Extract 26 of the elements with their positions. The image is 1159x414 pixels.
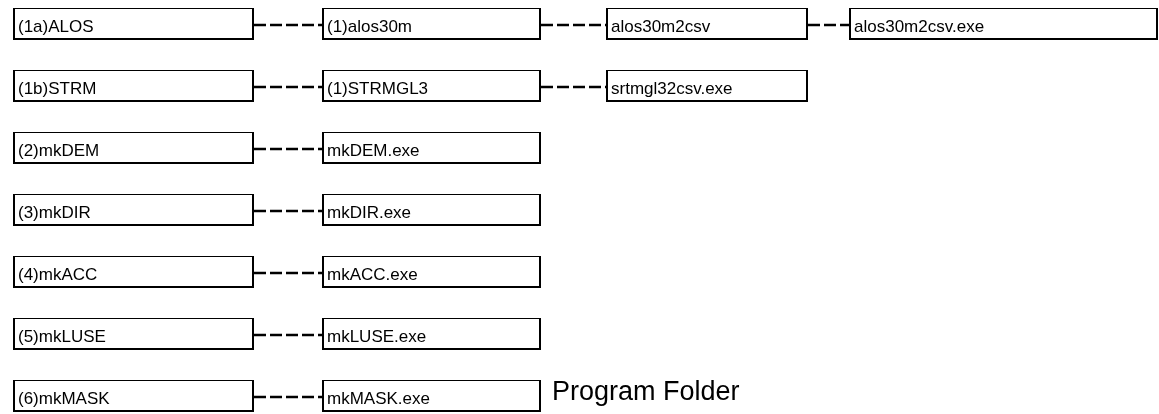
connector-line [254,85,322,89]
folder-box: (4)mkACC [13,256,254,288]
connector-line [808,23,849,27]
folder-box: mkACC.exe [322,256,541,288]
folder-box: srtmgl32csv.exe [606,70,808,102]
folder-box: (3)mkDIR [13,194,254,226]
folder-box: (2)mkDEM [13,132,254,164]
folder-box: (6)mkMASK [13,380,254,412]
folder-box: mkDIR.exe [322,194,541,226]
connector-line [254,395,322,399]
folder-box: (1a)ALOS [13,8,254,40]
connector-line [254,333,322,337]
connector-line [254,147,322,151]
connector-line [254,271,322,275]
connector-line [254,209,322,213]
connector-line [254,23,322,27]
folder-box: mkLUSE.exe [322,318,541,350]
folder-box: mkMASK.exe [322,380,541,412]
folder-box: alos30m2csv.exe [849,8,1158,40]
folder-box: (1)alos30m [322,8,541,40]
folder-box: (1)STRMGL3 [322,70,541,102]
folder-box: alos30m2csv [606,8,808,40]
caption-text: Program Folder [552,376,740,407]
folder-box: mkDEM.exe [322,132,541,164]
folder-box: (5)mkLUSE [13,318,254,350]
folder-box: (1b)STRM [13,70,254,102]
